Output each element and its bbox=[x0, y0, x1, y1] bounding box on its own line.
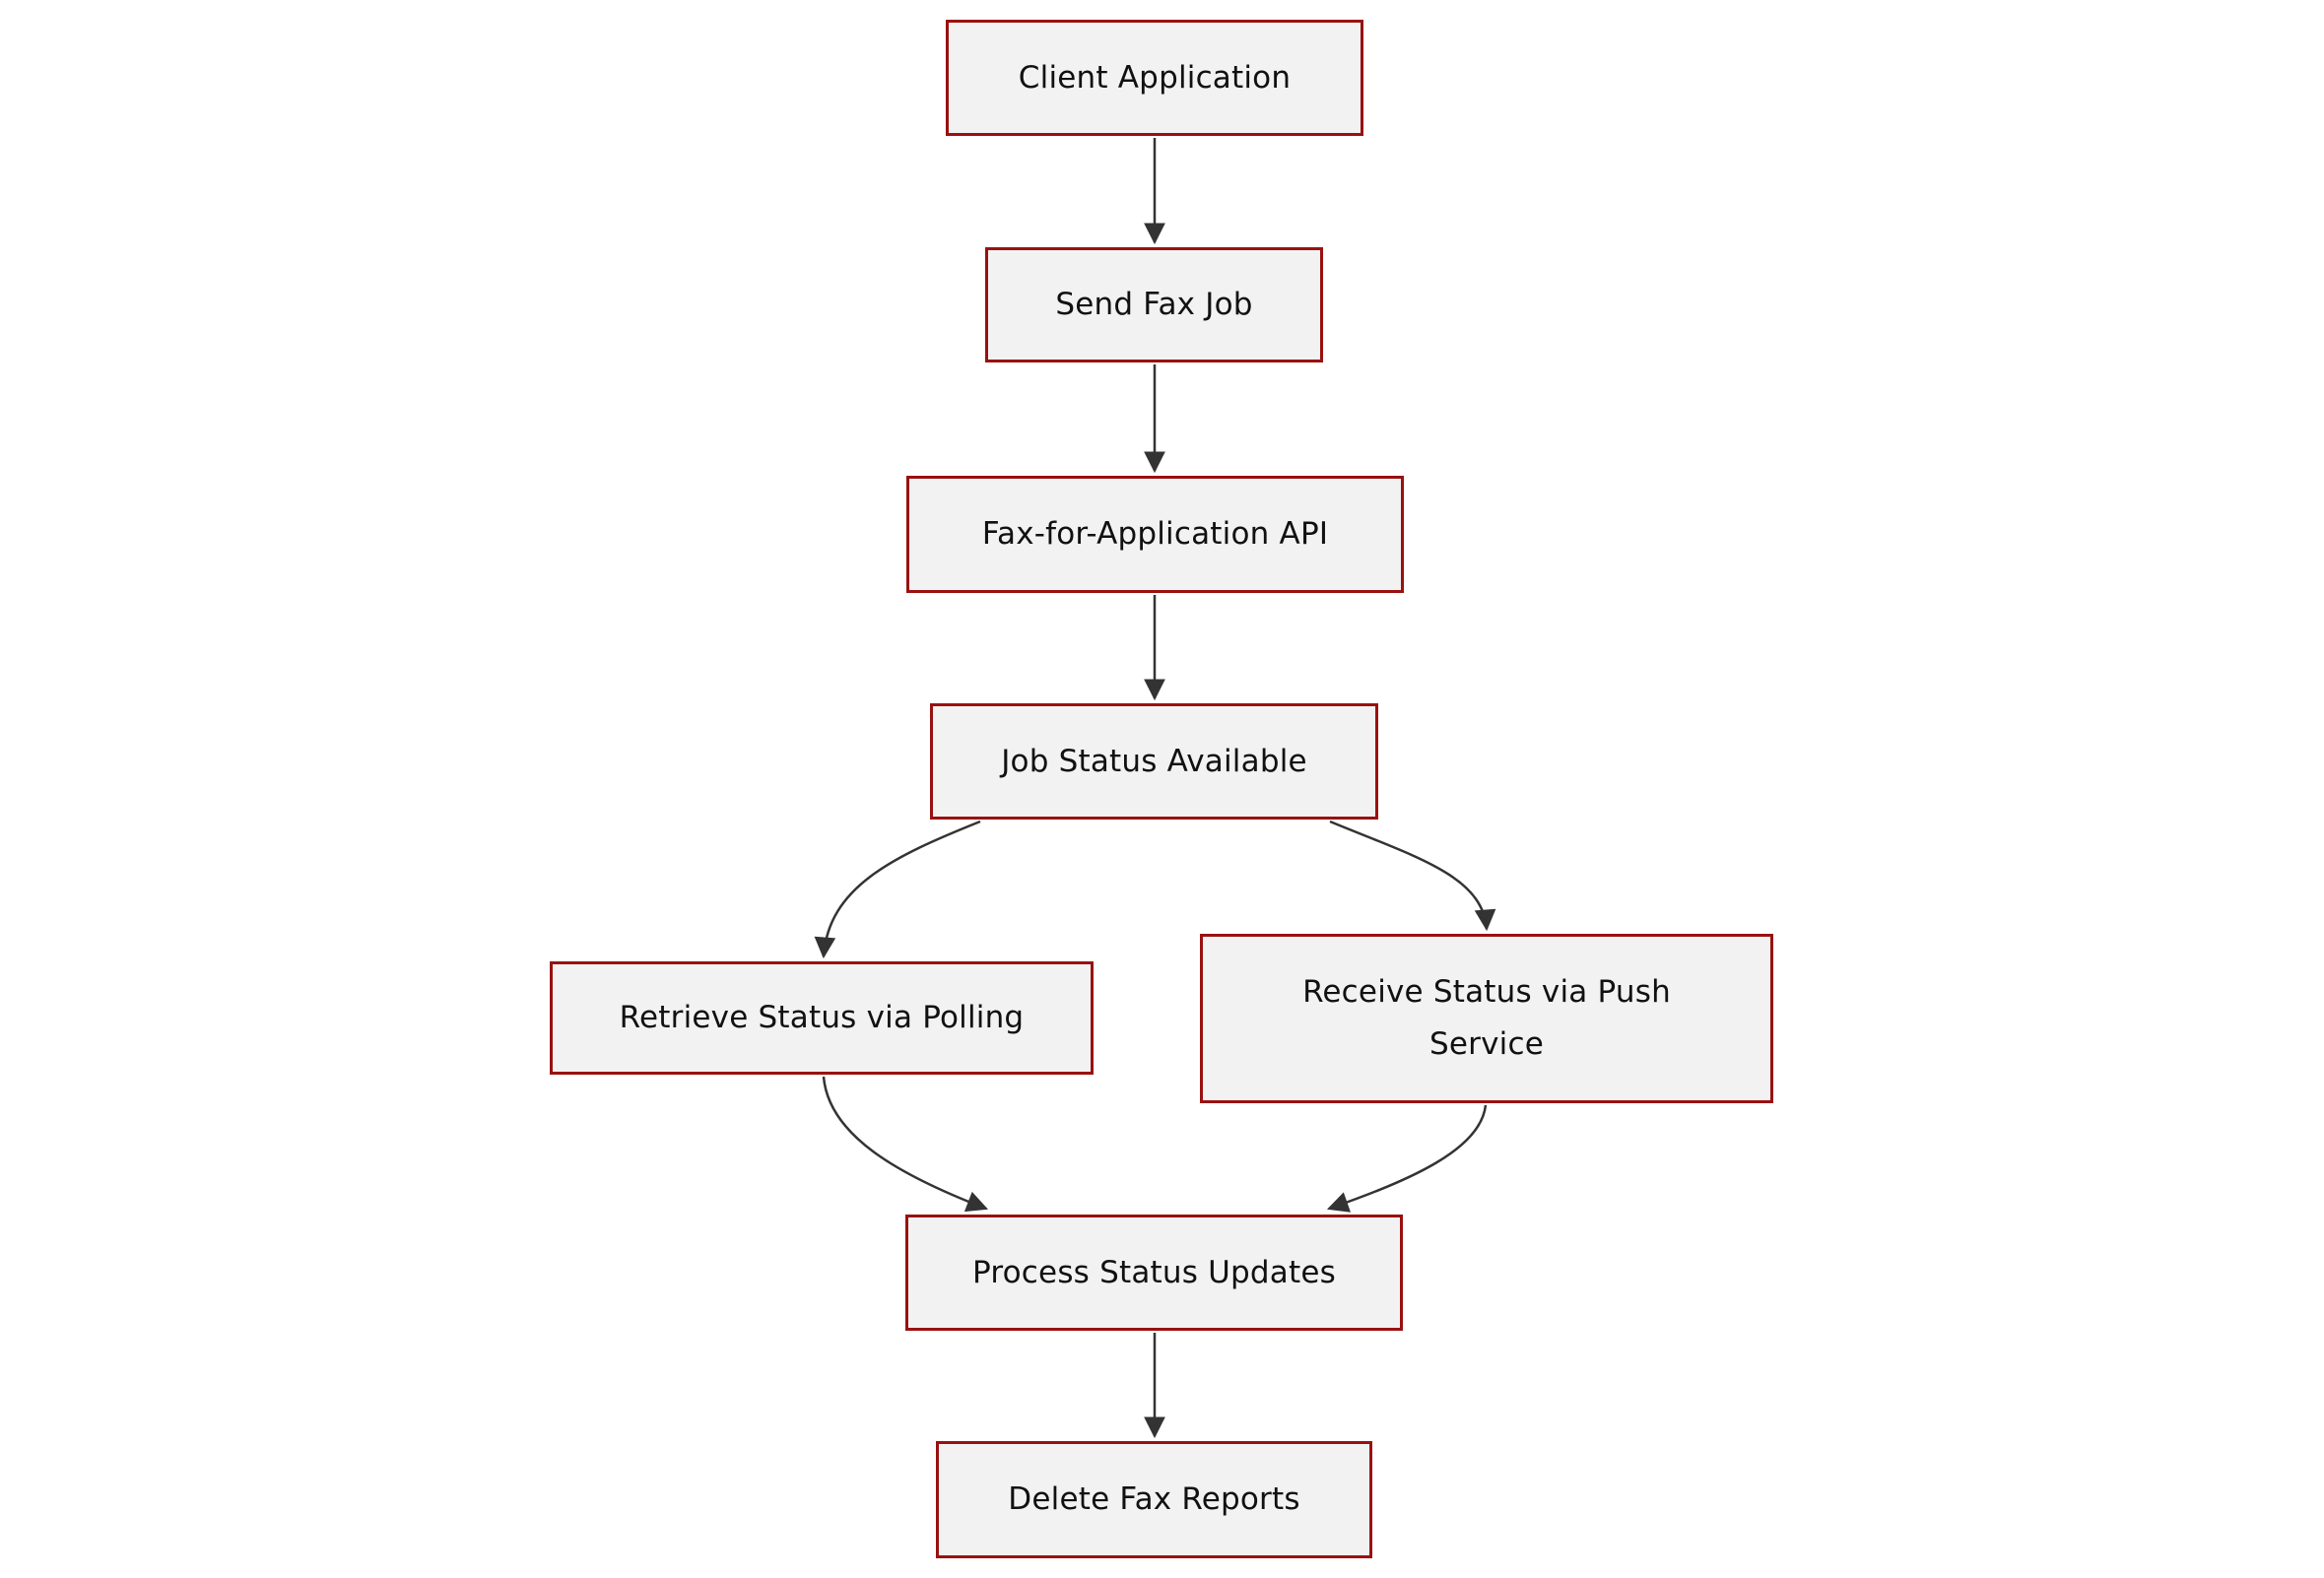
node-client-application: Client Application bbox=[946, 20, 1363, 136]
node-label: Fax-for-Application API bbox=[981, 516, 1329, 553]
node-receive-status-via-push-service: Receive Status via Push Service bbox=[1200, 934, 1773, 1103]
node-send-fax-job: Send Fax Job bbox=[985, 247, 1323, 362]
node-label: Send Fax Job bbox=[1055, 287, 1253, 323]
node-delete-fax-reports: Delete Fax Reports bbox=[936, 1441, 1372, 1558]
edge-job-to-push bbox=[1329, 820, 1496, 932]
node-job-status-available: Job Status Available bbox=[930, 703, 1378, 820]
node-label: Receive Status via Push Service bbox=[1302, 974, 1671, 1062]
node-process-status-updates: Process Status Updates bbox=[905, 1215, 1403, 1331]
node-label: Retrieve Status via Polling bbox=[619, 1000, 1025, 1036]
node-label: Client Application bbox=[1018, 59, 1292, 96]
node-label: Job Status Available bbox=[1001, 743, 1307, 779]
node-fax-for-application-api: Fax-for-Application API bbox=[906, 476, 1404, 593]
node-label: Delete Fax Reports bbox=[1008, 1481, 1300, 1518]
edge-push-to-process bbox=[1326, 1104, 1488, 1213]
edge-job-to-polling bbox=[814, 820, 981, 959]
node-label: Process Status Updates bbox=[972, 1254, 1336, 1290]
node-retrieve-status-via-polling: Retrieve Status via Polling bbox=[550, 961, 1094, 1075]
edge-polling-to-process bbox=[822, 1076, 989, 1213]
